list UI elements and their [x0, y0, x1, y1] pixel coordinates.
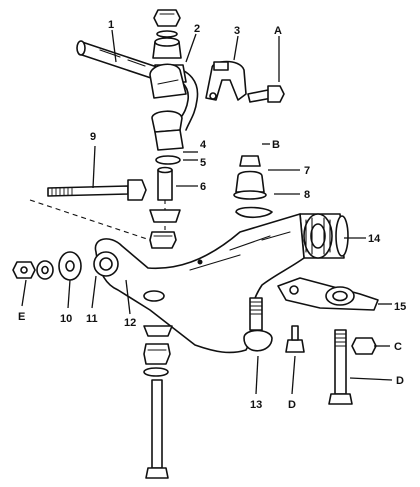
control-arm-bushing — [299, 213, 349, 259]
callout-D-long: D — [396, 375, 404, 387]
callout-12: 12 — [124, 317, 136, 329]
lower-link-hardware — [143, 325, 173, 479]
callout-8: 8 — [304, 189, 310, 201]
callout-11: 11 — [86, 313, 98, 325]
callout-3: 3 — [234, 25, 240, 37]
ball-stud — [243, 297, 273, 352]
callout-C: C — [394, 341, 402, 353]
bolt-D-short — [285, 325, 305, 353]
callout-labels: 1 2 3 A 9 B 4 5 6 7 8 14 E 10 11 12 15 C… — [18, 19, 406, 411]
callout-E: E — [18, 311, 25, 323]
callout-D-short: D — [288, 399, 296, 411]
callout-5: 5 — [200, 157, 206, 169]
callout-7: 7 — [304, 165, 310, 177]
leader-lines — [21, 29, 393, 395]
nut-C-and-bolt-D — [328, 329, 377, 405]
pivot-bolt — [47, 179, 147, 201]
callout-10: 10 — [60, 313, 72, 325]
link-pin — [157, 166, 173, 201]
link-lower-hardware — [149, 209, 181, 249]
pivot-hardware — [12, 251, 82, 281]
callout-15: 15 — [394, 301, 406, 313]
callout-A: A — [274, 25, 282, 37]
ball-joint-parts — [233, 155, 273, 219]
callout-13: 13 — [250, 399, 262, 411]
callout-9: 9 — [90, 131, 96, 143]
callout-1: 1 — [108, 19, 114, 31]
rear-mount-bracket — [277, 277, 379, 311]
stabilizer-bar — [76, 40, 199, 131]
control-arm — [93, 213, 305, 354]
bracket-and-bolt-A — [205, 60, 285, 103]
stabilizer-bracket — [149, 63, 187, 99]
callout-6: 6 — [200, 181, 206, 193]
callout-B: B — [272, 139, 280, 151]
stabilizer-lower-bushings — [151, 110, 184, 165]
assembly-axes — [29, 190, 166, 241]
callout-2: 2 — [194, 23, 200, 35]
callout-4: 4 — [200, 139, 207, 151]
callout-14: 14 — [368, 233, 381, 245]
